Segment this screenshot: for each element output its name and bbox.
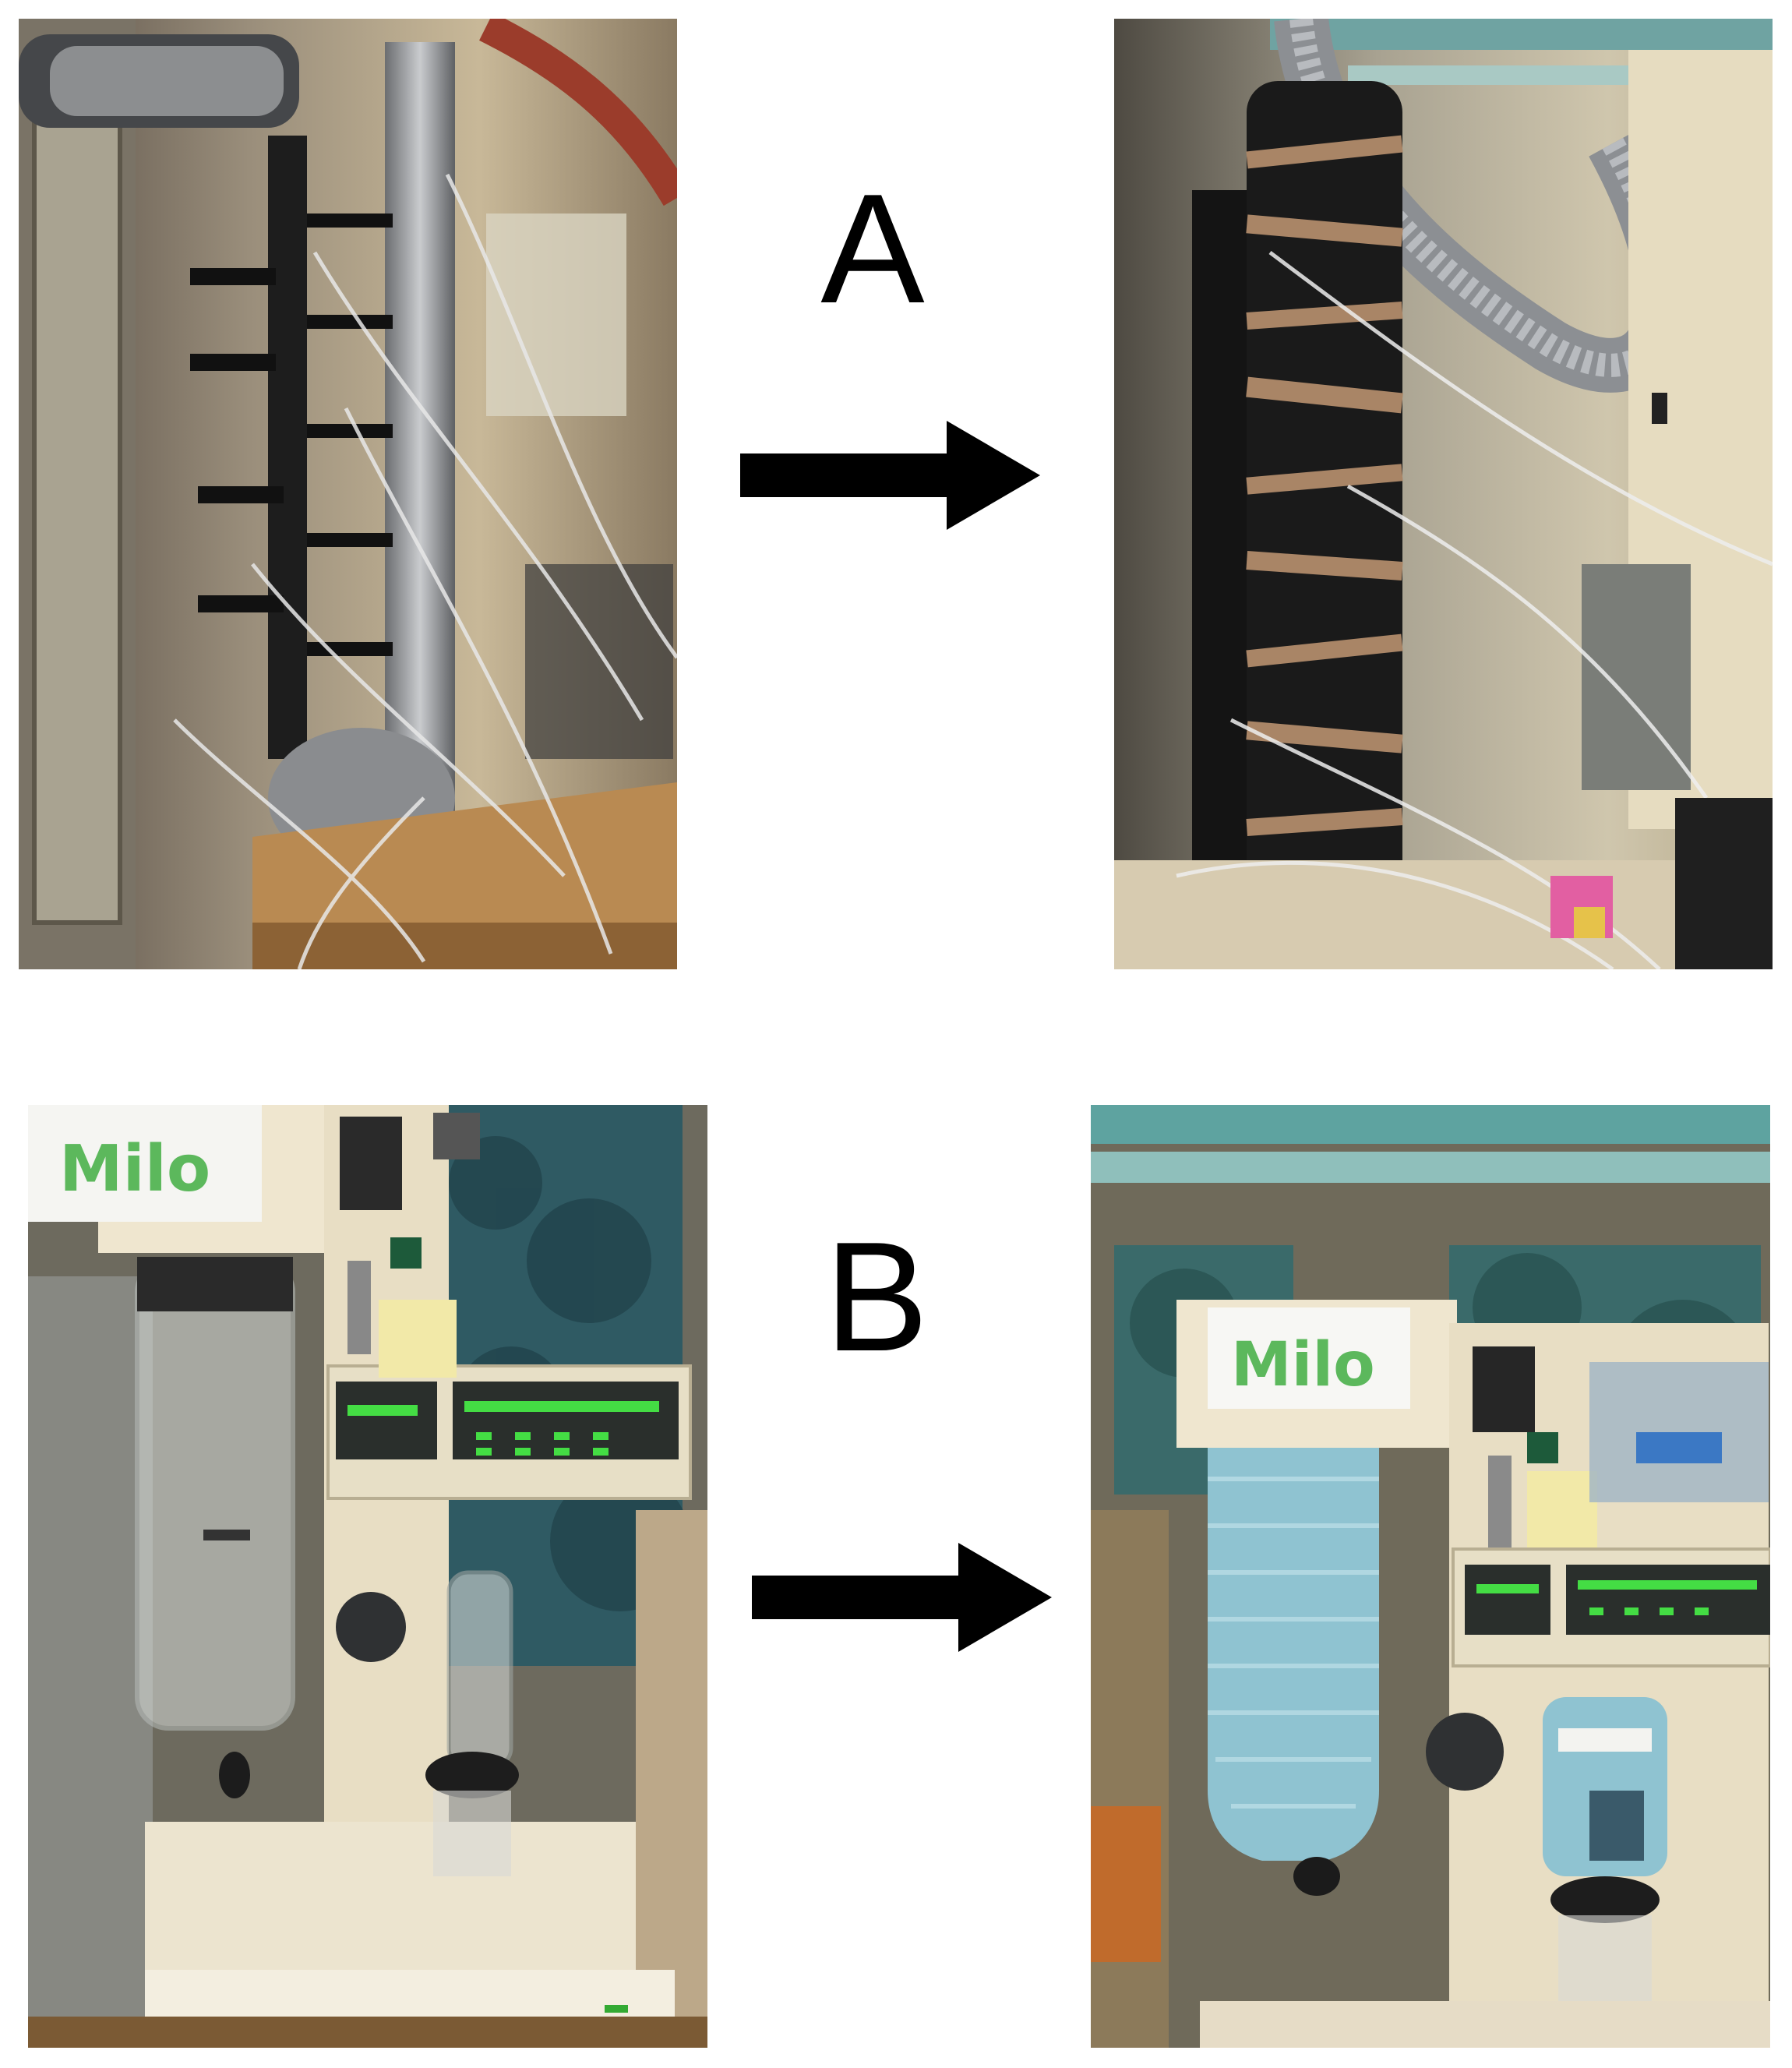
panel-b-before-photo: Milo — [28, 1105, 707, 2048]
panel-a-after-photo — [1114, 19, 1773, 969]
panel-a-label: A — [820, 162, 925, 336]
milo-sign-before: Milo — [59, 1132, 210, 1206]
panel-b-label: B — [824, 1210, 929, 1384]
milo-sign-after: Milo — [1231, 1330, 1375, 1400]
panel-b-after-photo: Milo — [1091, 1105, 1770, 2048]
right-arrow-icon — [752, 1543, 1052, 1652]
panel-b-arrow — [752, 1543, 1052, 1652]
right-arrow-icon — [740, 421, 1040, 530]
panel-a-before-photo — [19, 19, 677, 969]
panel-a-arrow — [740, 421, 1040, 530]
